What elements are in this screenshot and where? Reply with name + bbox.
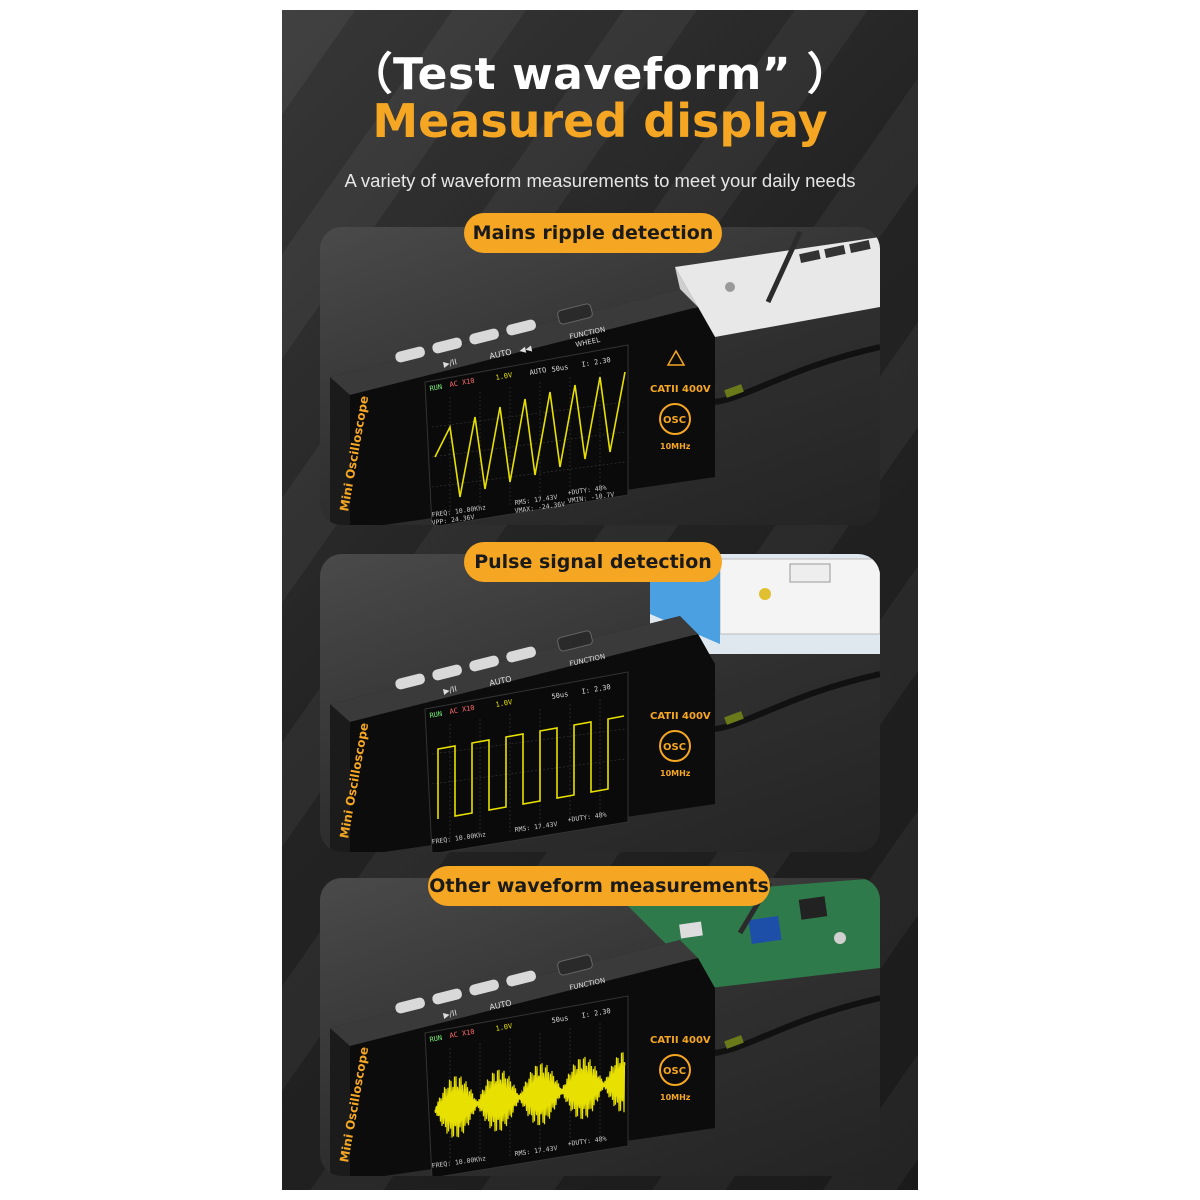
waveform-trace — [434, 371, 626, 498]
mode-label: OSC — [663, 1066, 686, 1077]
device: ▶/II AUTO ◀◀ FUNCTION WHEEL RUN AC X10 1… — [330, 289, 880, 525]
label-run-save: ▶/II — [443, 357, 458, 369]
waveform-trace — [434, 1052, 626, 1138]
warning-icon — [666, 349, 686, 366]
label-run-save: ▶/II — [443, 684, 458, 696]
headline: （Test waveform” ） — [348, 49, 852, 100]
screen — [424, 995, 629, 1176]
screen-timebase-value: 50us — [551, 1014, 569, 1025]
screen-volts: 1.0V — [495, 698, 514, 709]
rating-label: CATII 400V — [650, 384, 711, 395]
tagline: A variety of waveform measurements to me… — [344, 170, 856, 191]
screen-timebase-value: 50us — [551, 690, 569, 701]
screen — [424, 344, 629, 525]
screen-run: RUN — [429, 383, 443, 393]
osc-badge — [659, 1054, 691, 1086]
screen-timebase-value: 50us — [551, 363, 569, 374]
osc-badge — [659, 730, 691, 762]
label-pill-1: Mains ripple detection — [464, 213, 722, 253]
panel-scene: ▶/II AUTO FUNCTION RUN AC X10 1.0V 50us … — [330, 554, 880, 852]
hardware-buttons[interactable] — [394, 630, 593, 690]
screen-run: RUN — [429, 1034, 443, 1044]
label-pill-2: Pulse signal detection — [464, 542, 722, 582]
mode-label: OSC — [663, 742, 686, 753]
bandwidth-label: 10MHz — [660, 769, 691, 778]
label-run-save: ▶/II — [443, 1008, 458, 1020]
device: ▶/II AUTO FUNCTION RUN AC X10 1.0V 50us … — [330, 616, 880, 852]
panel-mains-ripple: ▶/II AUTO ◀◀ FUNCTION WHEEL RUN AC X10 1… — [320, 227, 880, 525]
bandwidth-label: 10MHz — [660, 1093, 691, 1102]
panel-scene: ▶/II AUTO ◀◀ FUNCTION WHEEL RUN AC X10 1… — [330, 230, 880, 525]
device: ▶/II AUTO FUNCTION RUN AC X10 1.0V 50us … — [330, 940, 880, 1176]
panel-pulse-signal: ▶/II AUTO FUNCTION RUN AC X10 1.0V 50us … — [320, 554, 880, 852]
panel-other-waveforms: ▶/II AUTO FUNCTION RUN AC X10 1.0V 50us … — [320, 878, 880, 1176]
mode-label: OSC — [663, 415, 686, 426]
screen-run: RUN — [429, 710, 443, 720]
screen-vpp: VPP: 24.36V — [431, 513, 475, 525]
subheadline: Measured display — [372, 94, 828, 148]
screen — [424, 671, 629, 852]
bandwidth-label: 10MHz — [660, 442, 691, 451]
screen-timebase: AUTO — [529, 366, 547, 377]
rating-label: CATII 400V — [650, 1035, 711, 1046]
label-back: ◀◀ — [519, 343, 534, 355]
hardware-buttons[interactable] — [394, 303, 593, 363]
panel-scene: ▶/II AUTO FUNCTION RUN AC X10 1.0V 50us … — [330, 878, 880, 1176]
screen-volts: 1.0V — [495, 1022, 514, 1033]
label-pill-3: Other waveform measurements — [428, 866, 770, 906]
hardware-buttons[interactable] — [394, 954, 593, 1014]
osc-badge — [659, 403, 691, 435]
screen-volts: 1.0V — [495, 371, 514, 382]
waveform-trace — [437, 715, 625, 819]
product-poster: （Test waveform” ） Measured display A var… — [282, 10, 918, 1190]
rating-label: CATII 400V — [650, 711, 711, 722]
